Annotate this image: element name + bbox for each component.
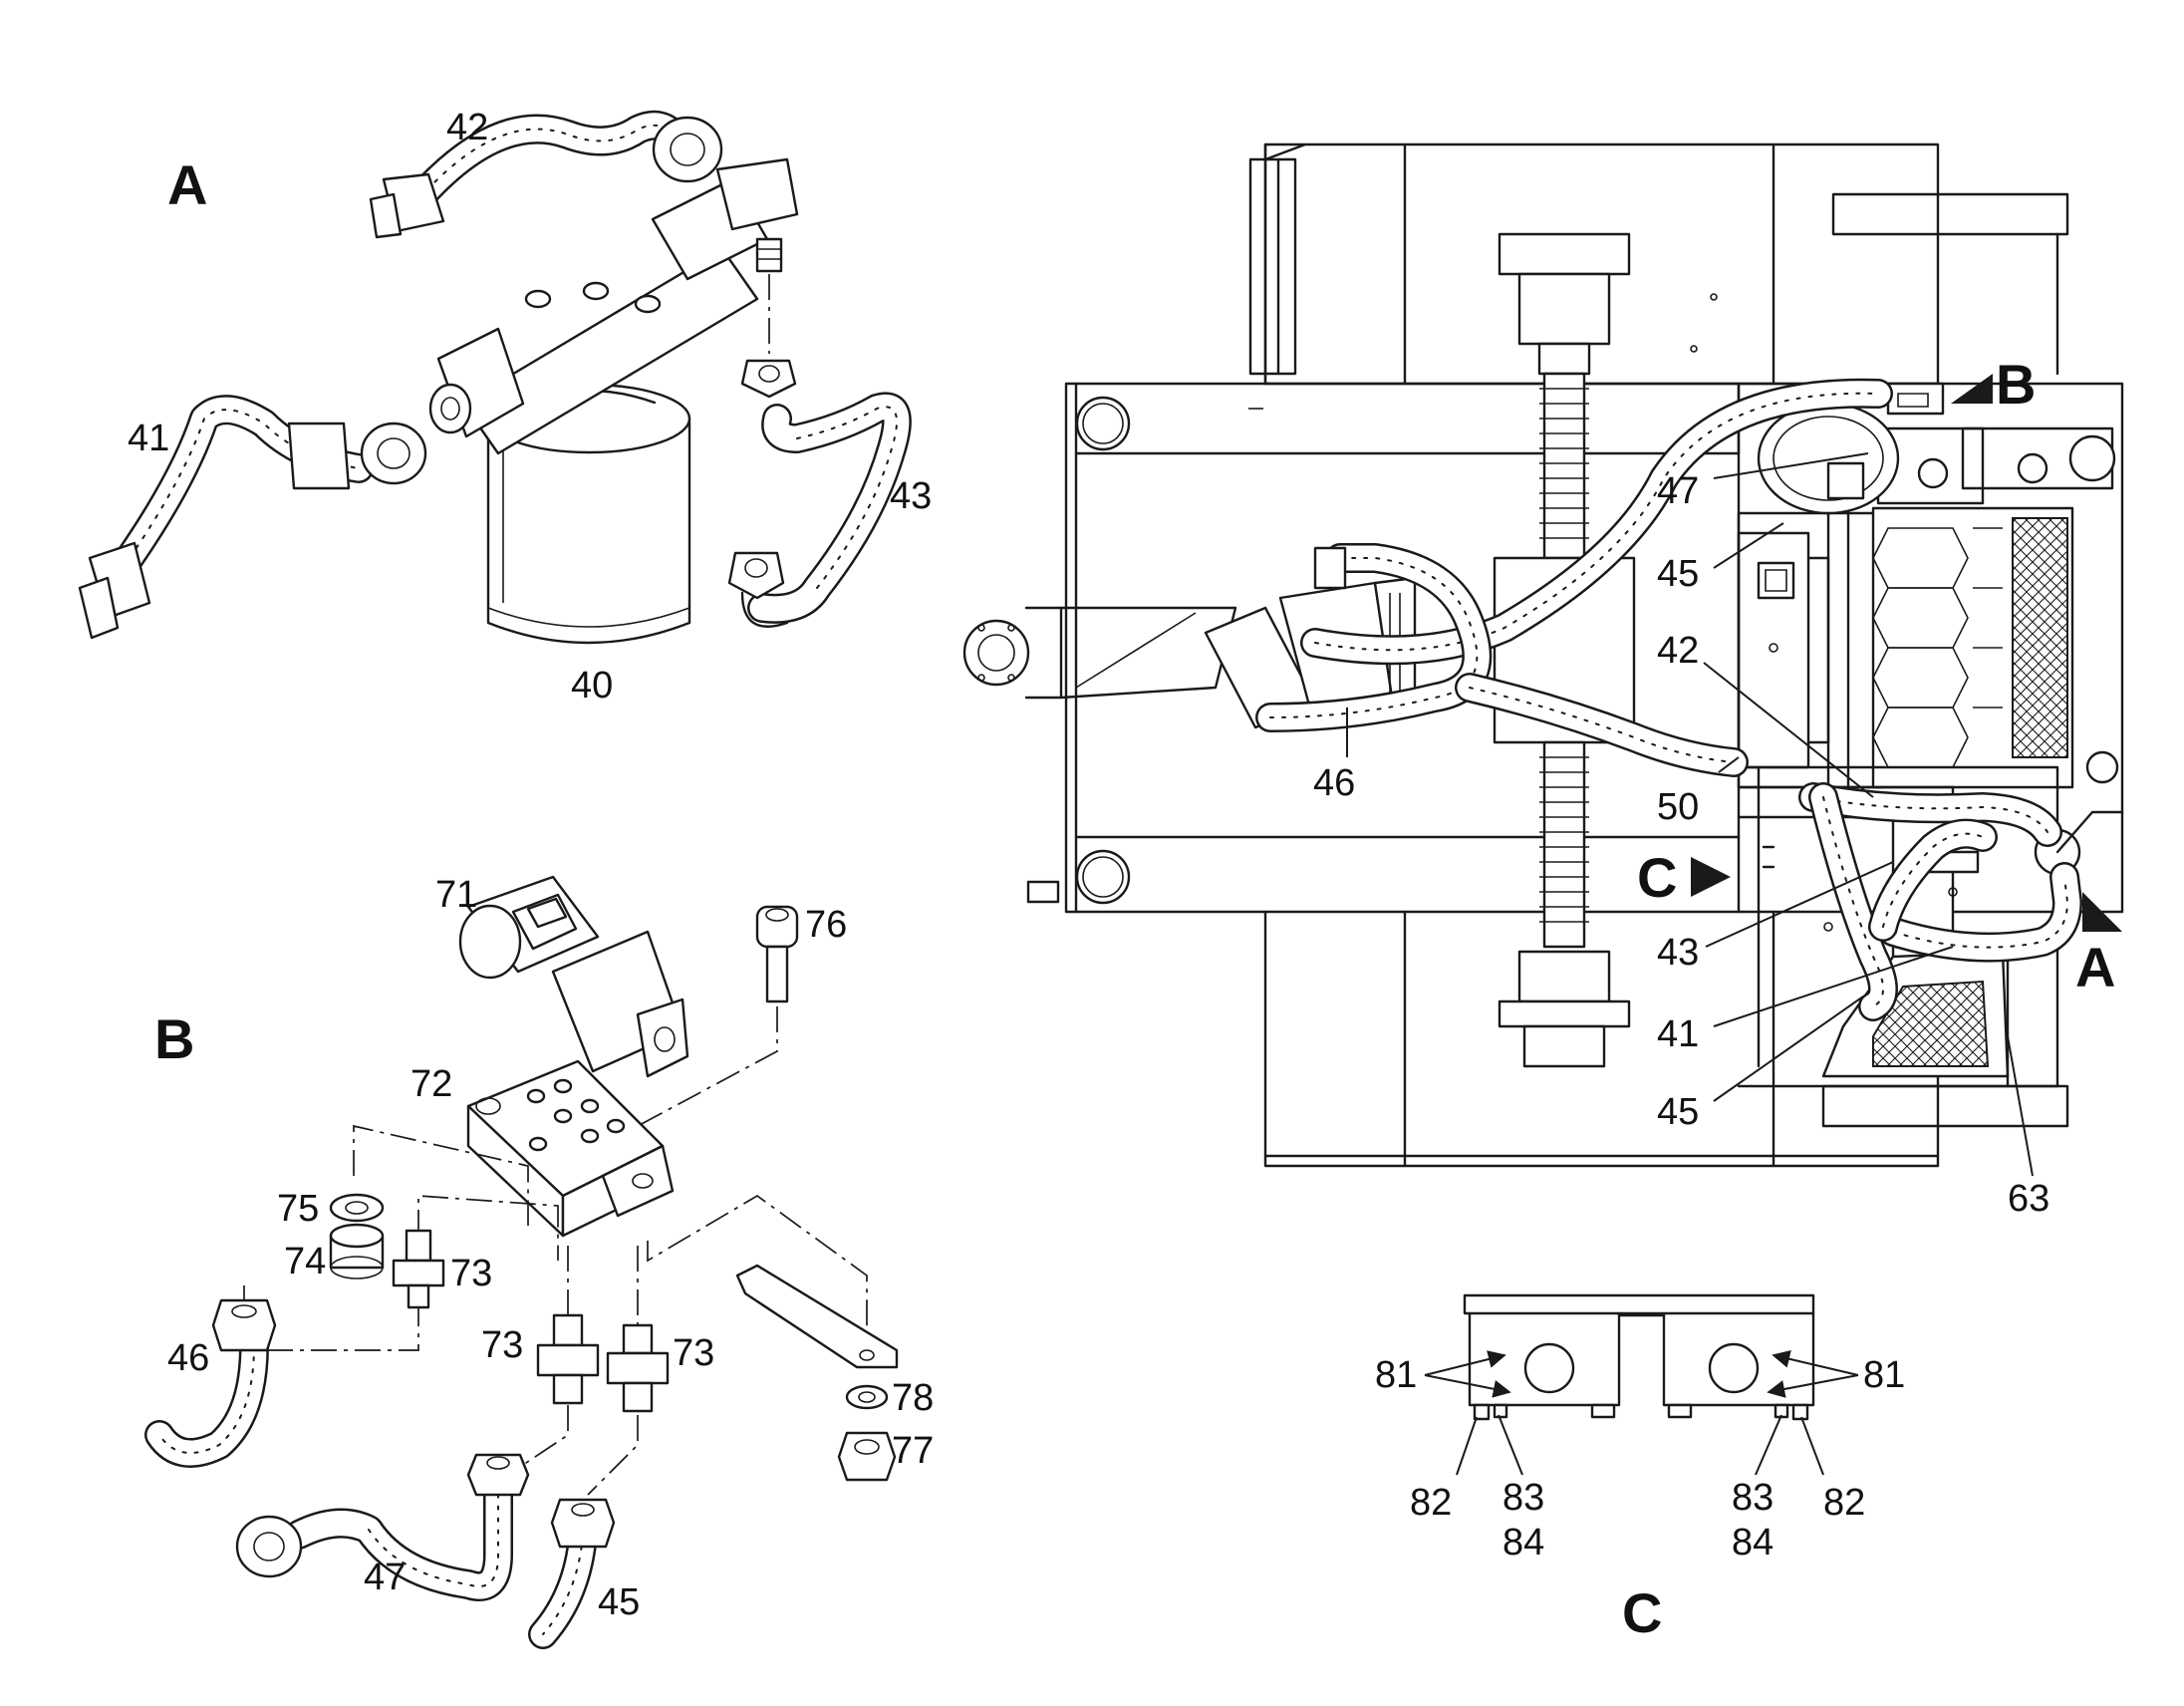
mount-assembly bbox=[1463, 1293, 1815, 1421]
callout-41: 41 bbox=[128, 418, 169, 459]
section-label-b: B bbox=[154, 1007, 194, 1070]
view-ref-a: A bbox=[2075, 936, 2115, 998]
callout-72: 72 bbox=[410, 1063, 452, 1105]
leader-47 bbox=[1713, 452, 1869, 479]
adapter-73c bbox=[606, 1323, 670, 1413]
explode-line-73a bbox=[417, 1195, 559, 1261]
upper-frame bbox=[1248, 142, 2069, 386]
screw-76 bbox=[637, 905, 799, 1127]
callout-71: 71 bbox=[435, 874, 477, 916]
callout-46b: 46 bbox=[167, 1337, 209, 1379]
explode-line-46 bbox=[243, 1285, 419, 1351]
view-ref-b: B bbox=[1996, 353, 2036, 416]
valve-panel bbox=[1737, 531, 1830, 769]
arrow-81-left-a bbox=[1424, 1350, 1506, 1376]
hose-42 bbox=[369, 110, 723, 239]
leader-82-right bbox=[1800, 1416, 1824, 1476]
callout-77: 77 bbox=[892, 1430, 934, 1472]
lower-bellows bbox=[1539, 740, 1589, 949]
nut-77 bbox=[837, 1431, 897, 1482]
hose-routing bbox=[1255, 378, 2082, 1021]
callout-41: 41 bbox=[1657, 1013, 1699, 1055]
callout-42: 42 bbox=[446, 107, 488, 148]
callout-81-left: 81 bbox=[1375, 1354, 1417, 1396]
callout-74: 74 bbox=[284, 1241, 326, 1282]
hose-43 bbox=[727, 392, 912, 628]
solenoid-valve bbox=[458, 875, 689, 1078]
detail-c: 81 81 82 83 84 83 84 82 C bbox=[1375, 1293, 1905, 1644]
view-arrow-a bbox=[2082, 892, 2122, 932]
callout-73c: 73 bbox=[673, 1332, 714, 1374]
explode-line-45 bbox=[587, 1415, 639, 1496]
filter-head bbox=[428, 157, 799, 455]
hose-41 bbox=[78, 395, 427, 640]
callout-50: 50 bbox=[1657, 786, 1699, 828]
callout-82-right: 82 bbox=[1823, 1482, 1865, 1524]
callout-82-left: 82 bbox=[1410, 1482, 1452, 1524]
view-arrow-c bbox=[1691, 857, 1731, 897]
callout-42: 42 bbox=[1657, 630, 1699, 672]
side-flange bbox=[962, 606, 1237, 700]
detail-b: B bbox=[144, 874, 934, 1649]
adapter-73b bbox=[536, 1313, 600, 1405]
leader-82-left bbox=[1456, 1416, 1478, 1476]
explode-line-bracket bbox=[647, 1194, 868, 1355]
callout-47: 47 bbox=[1657, 470, 1699, 512]
leader-83-right bbox=[1755, 1414, 1782, 1476]
view-ref-c: C bbox=[1637, 846, 1677, 909]
arrow-81-right-b bbox=[1767, 1374, 1859, 1398]
leader-42 bbox=[1703, 662, 1874, 798]
upper-bellows bbox=[1539, 372, 1589, 560]
callout-75: 75 bbox=[277, 1188, 319, 1230]
adapter-73a bbox=[392, 1229, 445, 1309]
callout-84-left: 84 bbox=[1502, 1522, 1544, 1564]
callout-45-top: 45 bbox=[1657, 553, 1699, 595]
leader-83-left bbox=[1498, 1414, 1523, 1476]
callout-83-left: 83 bbox=[1502, 1477, 1544, 1519]
callout-43: 43 bbox=[1657, 932, 1699, 974]
leader-45-top bbox=[1713, 522, 1784, 569]
callout-76: 76 bbox=[805, 904, 847, 946]
callout-45b: 45 bbox=[598, 1581, 640, 1623]
callout-73a: 73 bbox=[450, 1253, 492, 1294]
hose-47 bbox=[235, 1453, 530, 1601]
section-label-a: A bbox=[167, 153, 207, 216]
center-shaft bbox=[1493, 232, 1636, 1068]
arrow-81-left-b bbox=[1424, 1374, 1511, 1398]
hose-45 bbox=[528, 1498, 616, 1649]
equipment-block bbox=[1737, 426, 2119, 789]
arrow-81-right-a bbox=[1772, 1349, 1859, 1376]
callout-84-right: 84 bbox=[1732, 1522, 1774, 1564]
leader-50 bbox=[1718, 756, 1740, 773]
leader-45-bottom bbox=[1713, 995, 1864, 1102]
callout-63: 63 bbox=[2008, 1178, 2049, 1220]
bracket bbox=[735, 1264, 899, 1369]
pump-unit bbox=[1757, 382, 1945, 515]
callout-73b: 73 bbox=[481, 1324, 523, 1366]
leader-43 bbox=[1705, 861, 1894, 948]
callout-81-right: 81 bbox=[1863, 1354, 1905, 1396]
washer-78 bbox=[845, 1384, 889, 1410]
callout-45-bottom: 45 bbox=[1657, 1091, 1699, 1133]
explode-line-75 bbox=[353, 1124, 529, 1226]
manifold-block bbox=[466, 1059, 675, 1238]
main-view: B C A 47 45 42 46 50 43 41 45 63 bbox=[962, 142, 2124, 1220]
plug-74 bbox=[329, 1223, 385, 1280]
explode-line-47 bbox=[507, 1405, 569, 1476]
section-label-c: C bbox=[1622, 1581, 1662, 1644]
callout-40: 40 bbox=[571, 665, 613, 707]
washer-75 bbox=[329, 1193, 385, 1223]
callout-83-right: 83 bbox=[1732, 1477, 1774, 1519]
leader-41 bbox=[1713, 946, 1954, 1027]
view-arrow-b bbox=[1951, 374, 1993, 404]
leader-63 bbox=[2007, 1035, 2034, 1177]
callout-78: 78 bbox=[892, 1377, 934, 1419]
detail-a: A bbox=[78, 107, 932, 707]
hose-46 bbox=[144, 1298, 277, 1468]
callout-47b: 47 bbox=[364, 1557, 406, 1598]
callout-46: 46 bbox=[1313, 762, 1355, 804]
callout-43: 43 bbox=[890, 475, 932, 517]
